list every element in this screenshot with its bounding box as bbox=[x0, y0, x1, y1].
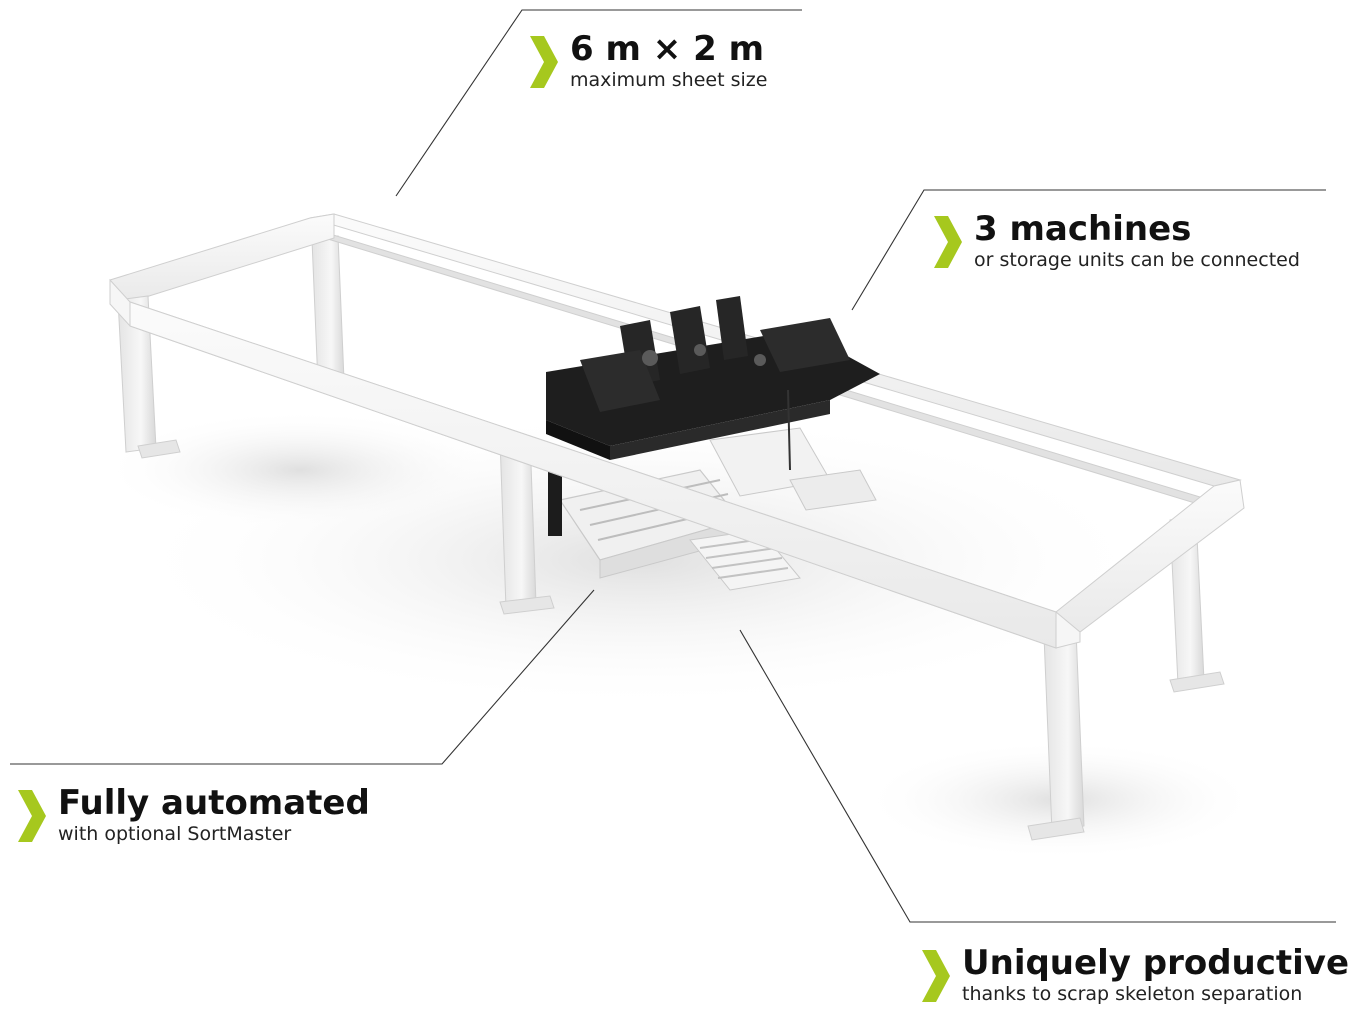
callout-sheet-size: 6 m × 2 m maximum sheet size bbox=[530, 30, 767, 92]
callout-subline: or storage units can be connected bbox=[974, 249, 1300, 271]
callout-headline: Uniquely productive bbox=[962, 943, 1350, 983]
leader-automation bbox=[10, 589, 595, 765]
callout-subline: with optional SortMaster bbox=[58, 823, 292, 845]
frame-back-legs bbox=[311, 235, 1205, 685]
callout-productivity: Uniquely productive thanks to scrap skel… bbox=[922, 944, 1349, 1006]
carriage bbox=[546, 296, 880, 471]
leader-sheet-size bbox=[395, 9, 802, 197]
callout-headline: 6 m × 2 m bbox=[570, 29, 765, 69]
chevron-right-icon bbox=[530, 36, 558, 88]
chevron-right-icon bbox=[922, 950, 950, 1002]
leader-machines bbox=[851, 189, 1326, 311]
callout-subline: maximum sheet size bbox=[570, 69, 768, 91]
callout-headline: 3 machines bbox=[974, 209, 1192, 249]
chevron-right-icon bbox=[18, 790, 46, 842]
chevron-right-icon bbox=[934, 216, 962, 268]
callout-subline: thanks to scrap skeleton separation bbox=[962, 983, 1303, 1005]
callout-machines: 3 machines or storage units can be conne… bbox=[934, 210, 1300, 272]
frame-front-beam bbox=[109, 278, 1081, 649]
callout-headline: Fully automated bbox=[58, 783, 370, 823]
leader-productivity bbox=[739, 629, 1336, 923]
callout-automation: Fully automated with optional SortMaster bbox=[18, 784, 370, 846]
frame-front-legs bbox=[117, 295, 1225, 841]
leader-lines bbox=[10, 9, 1336, 923]
